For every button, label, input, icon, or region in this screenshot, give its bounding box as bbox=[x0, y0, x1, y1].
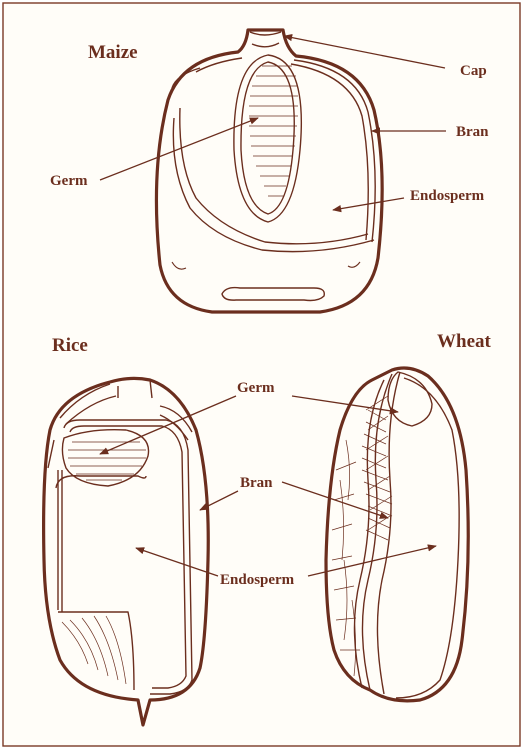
wheat-title: Wheat bbox=[437, 331, 492, 352]
shared-endosperm-label: Endosperm bbox=[220, 572, 295, 588]
shared-bran-label: Bran bbox=[240, 475, 273, 491]
shared-germ-label: Germ bbox=[237, 380, 275, 396]
maize-cap-label: Cap bbox=[460, 63, 487, 79]
maize-title: Maize bbox=[88, 42, 138, 63]
rice-title: Rice bbox=[52, 335, 88, 356]
figure-border bbox=[3, 3, 520, 746]
maize-endosperm-label: Endosperm bbox=[410, 188, 485, 204]
maize-germ-label: Germ bbox=[50, 173, 88, 189]
maize-bran-label: Bran bbox=[456, 124, 489, 140]
